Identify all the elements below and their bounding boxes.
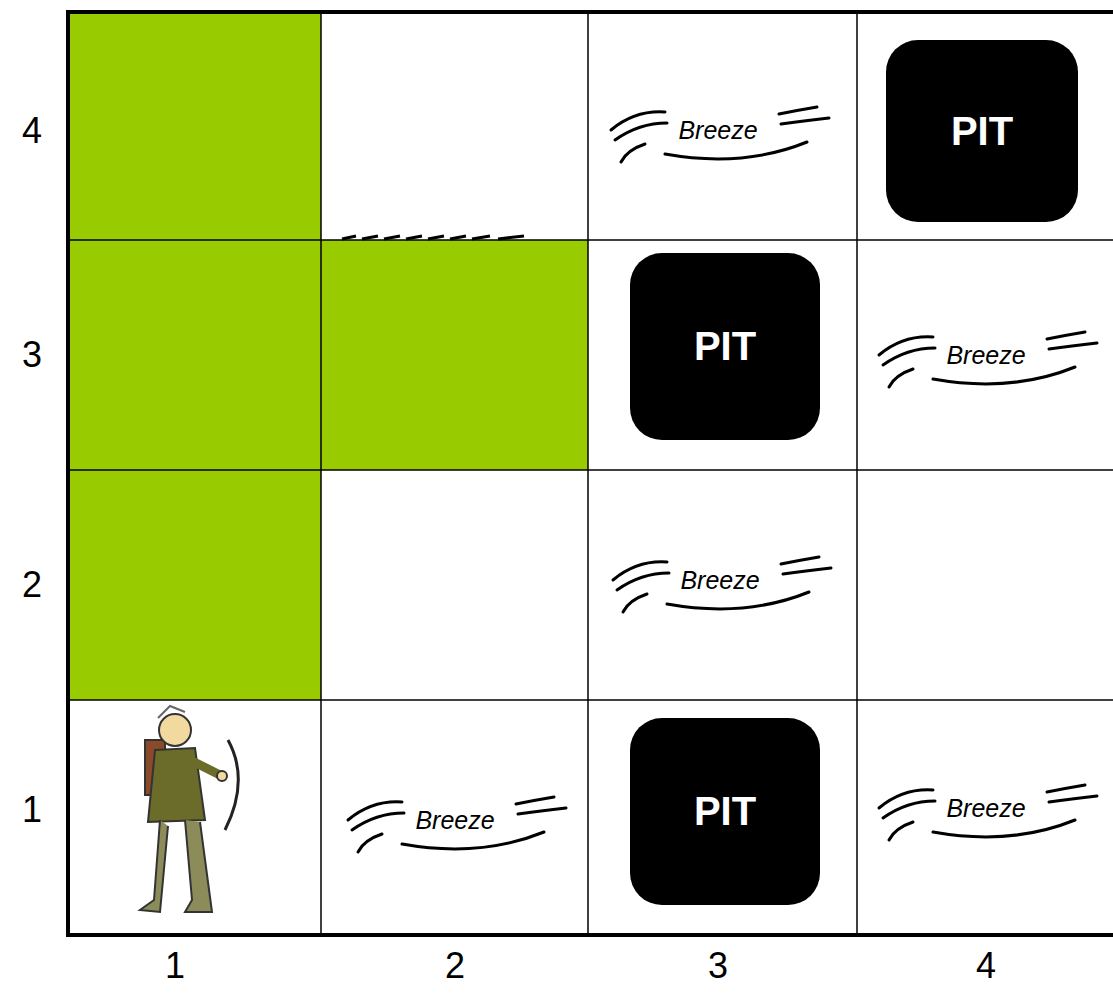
visited-cell bbox=[68, 12, 321, 700]
agent-figure bbox=[140, 706, 238, 912]
breeze-waves bbox=[613, 557, 831, 612]
pit-label: PIT bbox=[694, 324, 756, 369]
row-number: 4 bbox=[22, 113, 42, 149]
breeze-label: Breeze bbox=[678, 118, 757, 143]
pit-box: PIT bbox=[630, 253, 820, 440]
pit-label: PIT bbox=[694, 789, 756, 834]
pit-box: PIT bbox=[886, 40, 1078, 222]
visited-cell bbox=[321, 240, 588, 470]
column-number: 1 bbox=[165, 948, 185, 984]
grid-border bbox=[66, 10, 1113, 937]
breeze-waves bbox=[879, 785, 1097, 840]
pit-box: PIT bbox=[630, 718, 820, 905]
column-number: 2 bbox=[445, 948, 465, 984]
breeze-label: Breeze bbox=[415, 808, 494, 833]
column-number: 4 bbox=[976, 948, 996, 984]
breeze-waves bbox=[611, 107, 829, 162]
breeze-waves bbox=[348, 797, 566, 852]
row-number: 2 bbox=[22, 567, 42, 603]
breeze-label: Breeze bbox=[946, 796, 1025, 821]
row-number: 3 bbox=[22, 337, 42, 373]
row-number: 1 bbox=[22, 792, 42, 828]
column-number: 3 bbox=[708, 948, 728, 984]
breeze-marks bbox=[342, 236, 524, 239]
breeze-label: Breeze bbox=[680, 568, 759, 593]
pit-label: PIT bbox=[951, 109, 1013, 154]
breeze-waves bbox=[879, 332, 1097, 387]
breeze-label: Breeze bbox=[946, 343, 1025, 368]
grid-lines bbox=[68, 12, 1113, 935]
